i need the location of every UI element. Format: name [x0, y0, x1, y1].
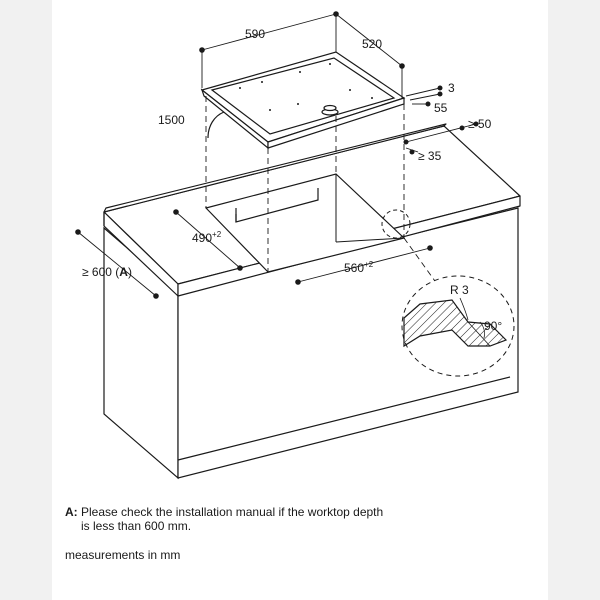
- worktop-depth-prefix: ≥ 600 (: [82, 265, 119, 279]
- dimension-dots: [75, 11, 493, 349]
- hob: [200, 51, 406, 150]
- hob-thickness-label: 3: [448, 81, 455, 95]
- footnote-label: A: [65, 505, 74, 519]
- cutout-width-label: 560+2: [344, 260, 374, 275]
- worktop-cutout: [204, 173, 406, 273]
- detail-callout: [381, 209, 515, 377]
- power-cable: [207, 111, 225, 139]
- footnote-line2: is less than 600 mm.: [81, 519, 192, 533]
- edge-profile: [403, 299, 508, 348]
- units-note: measurements in mm: [65, 548, 181, 562]
- worktop-depth-label: ≥ 600 (A): [82, 265, 132, 279]
- cutout-width-tol: +2: [364, 260, 374, 269]
- hob-height-label: 55: [434, 101, 448, 115]
- footnote-line1: Please check the installation manual if …: [81, 505, 384, 519]
- rear-distance-label: ≥ 50: [468, 117, 492, 131]
- cutout-width-value: 560: [344, 261, 364, 275]
- worktop-depth-suffix: ): [128, 265, 132, 279]
- hob-zone-marks: [239, 63, 373, 111]
- worktop-depth-ref: A: [119, 265, 128, 279]
- dimension-lines: [77, 13, 477, 297]
- angle-label: 90°: [484, 319, 502, 333]
- cabinet: [103, 207, 519, 480]
- radius-label: R 3: [450, 283, 469, 297]
- cutout-depth-value: 490: [192, 231, 212, 245]
- hob-depth-label: 520: [362, 37, 382, 51]
- radius-leader: [459, 297, 469, 321]
- cutout-depth-tol: +2: [212, 230, 222, 239]
- footnote-colon: :: [73, 505, 78, 519]
- cable-length-label: 1500: [158, 113, 185, 127]
- footnote: A:Please check the installation manual i…: [65, 505, 465, 533]
- footnote-ref: A:: [65, 505, 81, 519]
- front-distance-label: ≥ 35: [418, 149, 442, 163]
- projection-lines: [205, 96, 441, 289]
- hob-width-label: 590: [245, 27, 265, 41]
- cutout-depth-label: 490+2: [192, 230, 222, 245]
